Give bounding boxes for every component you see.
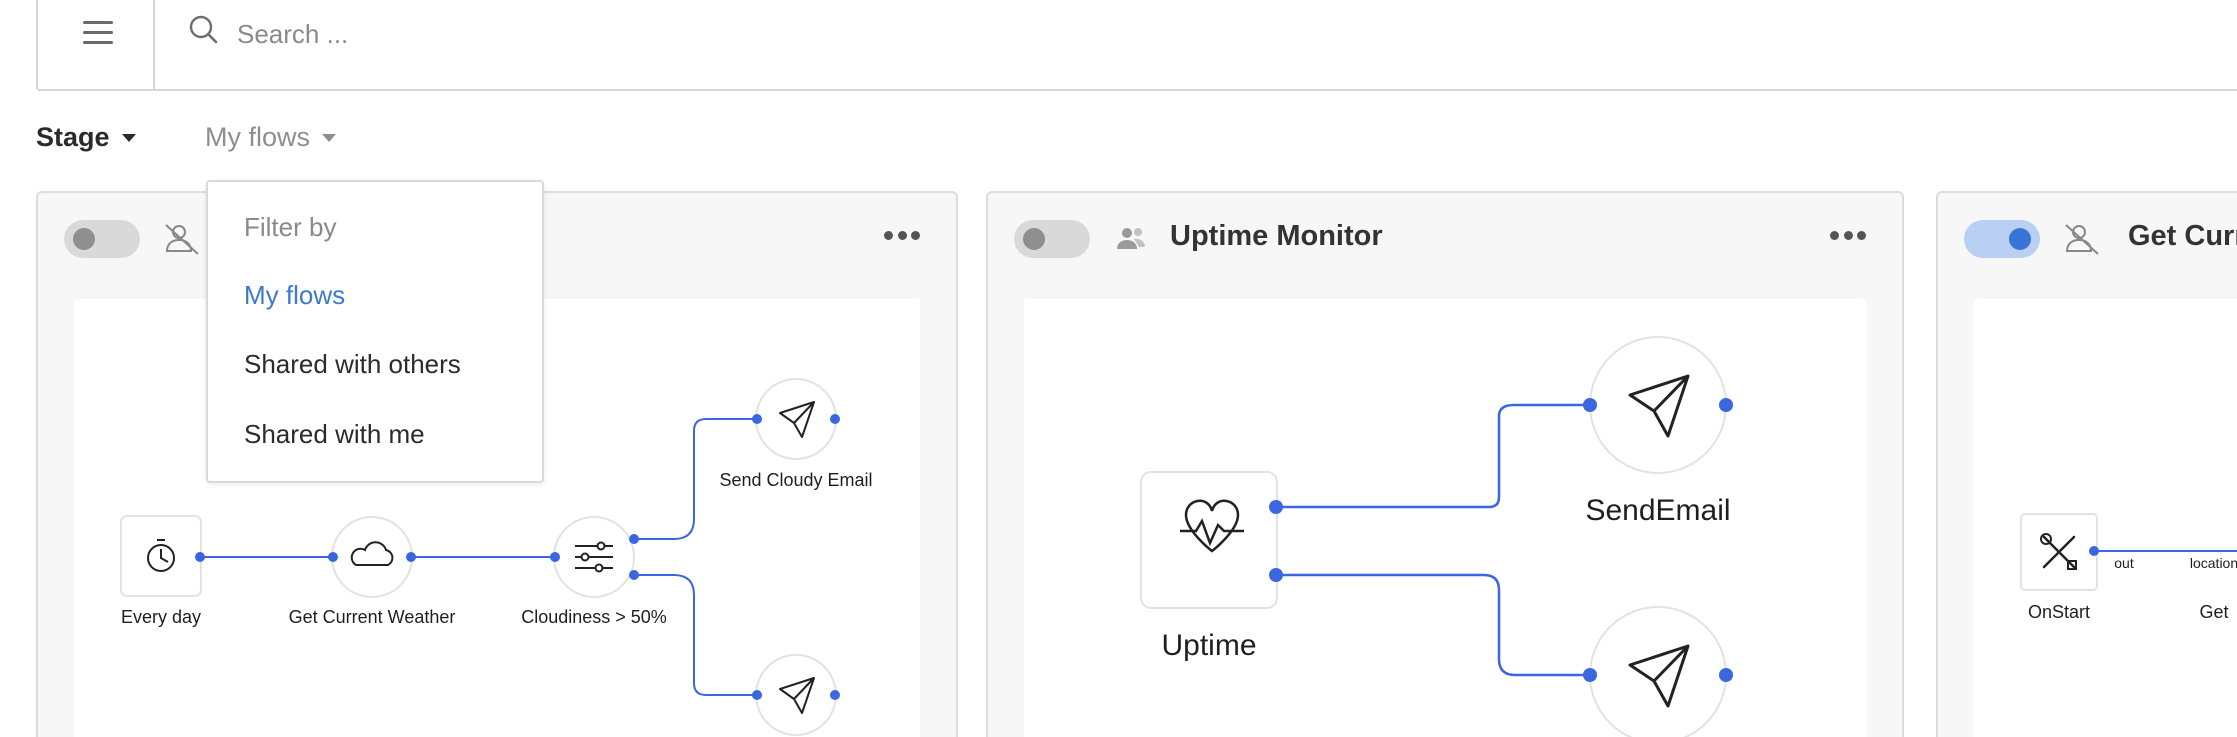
menu-item-shared-with-others[interactable]: Shared with others — [244, 349, 461, 379]
node-label: OnStart — [2027, 602, 2091, 622]
send-email-node[interactable] — [755, 654, 837, 736]
node-label: Send Cloudy Email — [719, 470, 873, 490]
search-icon — [189, 15, 218, 44]
more-options-icon[interactable] — [884, 231, 920, 243]
flow-card[interactable]: Get Curr OnStart out location Get — [1936, 191, 2237, 737]
stage-filter-label: Stage — [36, 121, 110, 152]
flows-filter-label: My flows — [205, 121, 311, 152]
flow-enable-toggle[interactable] — [1014, 220, 1090, 258]
dropdown-heading: Filter by — [244, 212, 337, 242]
caret-down-icon — [322, 134, 337, 142]
menu-item-my-flows[interactable]: My flows — [244, 280, 346, 310]
flow-enable-toggle[interactable] — [1964, 220, 2040, 258]
caret-down-icon — [121, 134, 136, 142]
stage-filter[interactable]: Stage — [36, 120, 136, 154]
flows-filter[interactable]: My flows — [205, 120, 337, 154]
send-email-node[interactable] — [755, 378, 837, 460]
every-day-node[interactable] — [120, 515, 202, 597]
filter-node[interactable] — [553, 516, 635, 598]
flow-canvas: Uptime SendEmail — [1024, 299, 1866, 737]
card-title: Get Curr — [2128, 220, 2237, 252]
hamburger-menu-icon[interactable] — [38, 0, 155, 89]
node-label: SendEmail — [1585, 494, 1731, 527]
node-label: Get Current Weather — [288, 607, 456, 627]
send-email-node[interactable] — [1589, 336, 1727, 474]
node-label: Every day — [120, 607, 202, 627]
not-shared-icon — [165, 224, 199, 255]
on-start-node[interactable] — [2020, 513, 2098, 591]
port-label: out — [2114, 555, 2134, 571]
port-label: location — [2189, 555, 2237, 571]
more-options-icon[interactable] — [1830, 231, 1866, 243]
search-input[interactable] — [237, 14, 1137, 54]
node-label: Uptime — [1161, 629, 1257, 662]
send-email-node[interactable] — [1589, 606, 1727, 737]
not-shared-icon — [2065, 224, 2099, 255]
node-label: Get — [2199, 602, 2229, 622]
node-label: Cloudiness > 50% — [521, 607, 667, 627]
top-bar — [36, 0, 2237, 91]
port-dots — [195, 414, 840, 700]
filter-dropdown-menu: Filter by My flows Shared with others Sh… — [206, 180, 544, 483]
flow-canvas: OnStart out location Get — [1974, 299, 2237, 737]
flow-card[interactable]: Uptime Monitor — [986, 191, 1904, 737]
weather-node[interactable] — [331, 516, 413, 598]
card-title: Uptime Monitor — [1170, 220, 1383, 252]
port-dots — [1269, 398, 1733, 682]
menu-item-shared-with-me[interactable]: Shared with me — [244, 419, 425, 449]
shared-users-icon — [1117, 228, 1145, 249]
port-dot — [2089, 546, 2099, 556]
uptime-node[interactable] — [1140, 471, 1278, 609]
flow-enable-toggle[interactable] — [64, 220, 140, 258]
